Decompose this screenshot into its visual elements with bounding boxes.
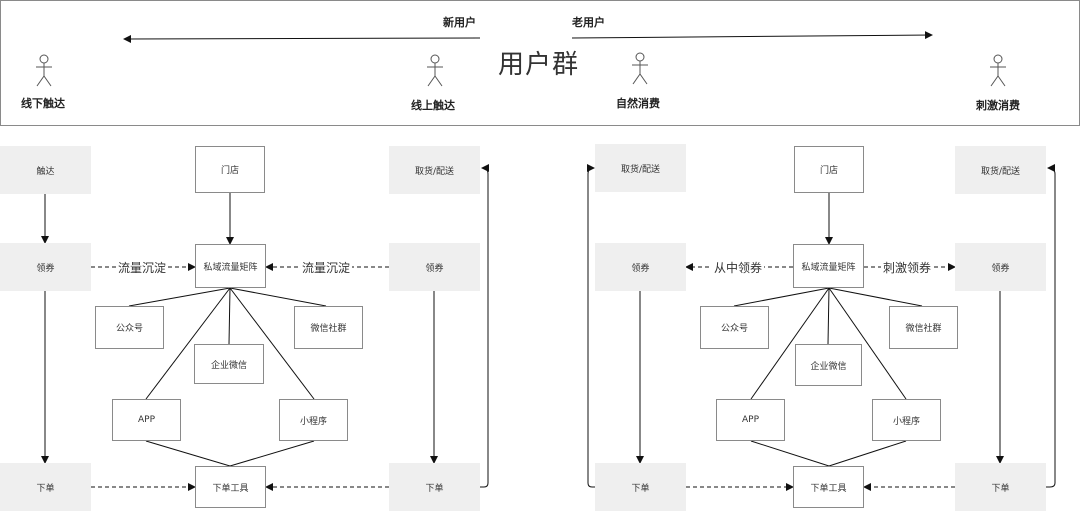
right-matrix-node: 私域流量矩阵	[793, 244, 864, 288]
right-official-node: 公众号	[700, 306, 769, 349]
actor-offline-label: 线下触达	[21, 97, 65, 110]
left-flow-left-label: 流量沉淀	[116, 259, 169, 276]
left-delivery-node: 取货/配送	[389, 146, 480, 194]
left-flow-right-label: 流量沉淀	[300, 259, 353, 276]
left-wecom-node: 企业微信	[194, 344, 264, 384]
right-wecom-node: 企业微信	[795, 344, 862, 386]
page-title: 用户群	[498, 50, 580, 80]
right-order-node: 下单	[595, 463, 686, 511]
right-rcoupon-node: 领券	[955, 243, 1046, 291]
left-app-order-line	[145, 440, 231, 467]
right-order-tool-node: 下单工具	[793, 466, 864, 508]
left-matrix-wecom-line	[228, 287, 231, 345]
actor-online-label: 线上触达	[411, 99, 455, 112]
right-store-node: 门店	[794, 146, 864, 193]
right-app-order-line	[750, 440, 830, 467]
left-rorder-node: 下单	[389, 463, 480, 511]
right-flow-right-label: 刺激领券	[881, 259, 934, 276]
actor-stimulus-label: 刺激消费	[976, 99, 1020, 112]
left-matrix-official-line	[128, 287, 231, 307]
right-app-node: APP	[716, 399, 785, 441]
old-users-arrow	[571, 31, 933, 40]
left-order-tool-node: 下单工具	[195, 466, 266, 508]
right-flow-left-label: 从中领券	[712, 259, 765, 276]
left-matrix-node: 私域流量矩阵	[195, 244, 266, 288]
new-users-arrow	[123, 34, 481, 43]
right-right-loop	[1046, 164, 1056, 488]
right-matrix-group-line	[828, 287, 923, 307]
right-mini-node: 小程序	[872, 399, 941, 441]
right-matrix-wecom-line	[827, 287, 830, 345]
left-mini-node: 小程序	[279, 399, 348, 441]
left-order-node: 下单	[0, 463, 91, 511]
right-left-loop	[586, 164, 595, 488]
right-matrix-mini-line	[828, 287, 907, 400]
left-order-to-delivery-loop	[480, 164, 490, 488]
left-matrix-app-line	[145, 287, 231, 400]
actor-natural-label: 自然消费	[616, 97, 660, 110]
actor-stimulus-icon	[990, 54, 1006, 87]
actor-offline-icon	[36, 54, 52, 87]
right-delivery-node: 取货/配送	[955, 146, 1046, 194]
left-mini-order-line	[229, 440, 315, 467]
actor-online-icon	[427, 54, 443, 87]
old-users-label: 老用户	[572, 16, 605, 29]
left-official-node: 公众号	[95, 306, 164, 349]
right-delivery-left-node: 取货/配送	[595, 144, 686, 192]
right-rorder-node: 下单	[955, 463, 1046, 511]
right-matrix-app-line	[750, 287, 830, 400]
left-rcoupon-node: 领券	[389, 243, 480, 291]
left-matrix-mini-line	[229, 287, 315, 400]
right-coupon-node: 领券	[595, 243, 686, 291]
left-app-node: APP	[112, 399, 181, 441]
right-matrix-official-line	[733, 287, 830, 307]
right-mini-order-line	[828, 440, 907, 467]
new-users-label: 新用户	[443, 16, 476, 29]
user-group-frame	[0, 0, 1080, 126]
actor-natural-icon	[632, 52, 648, 85]
left-group-node: 微信社群	[294, 306, 363, 349]
left-store-node: 门店	[195, 146, 265, 193]
left-touch-node: 触达	[0, 146, 91, 194]
left-coupon-node: 领券	[0, 243, 91, 291]
right-group-node: 微信社群	[889, 306, 958, 349]
left-matrix-group-line	[229, 287, 327, 307]
